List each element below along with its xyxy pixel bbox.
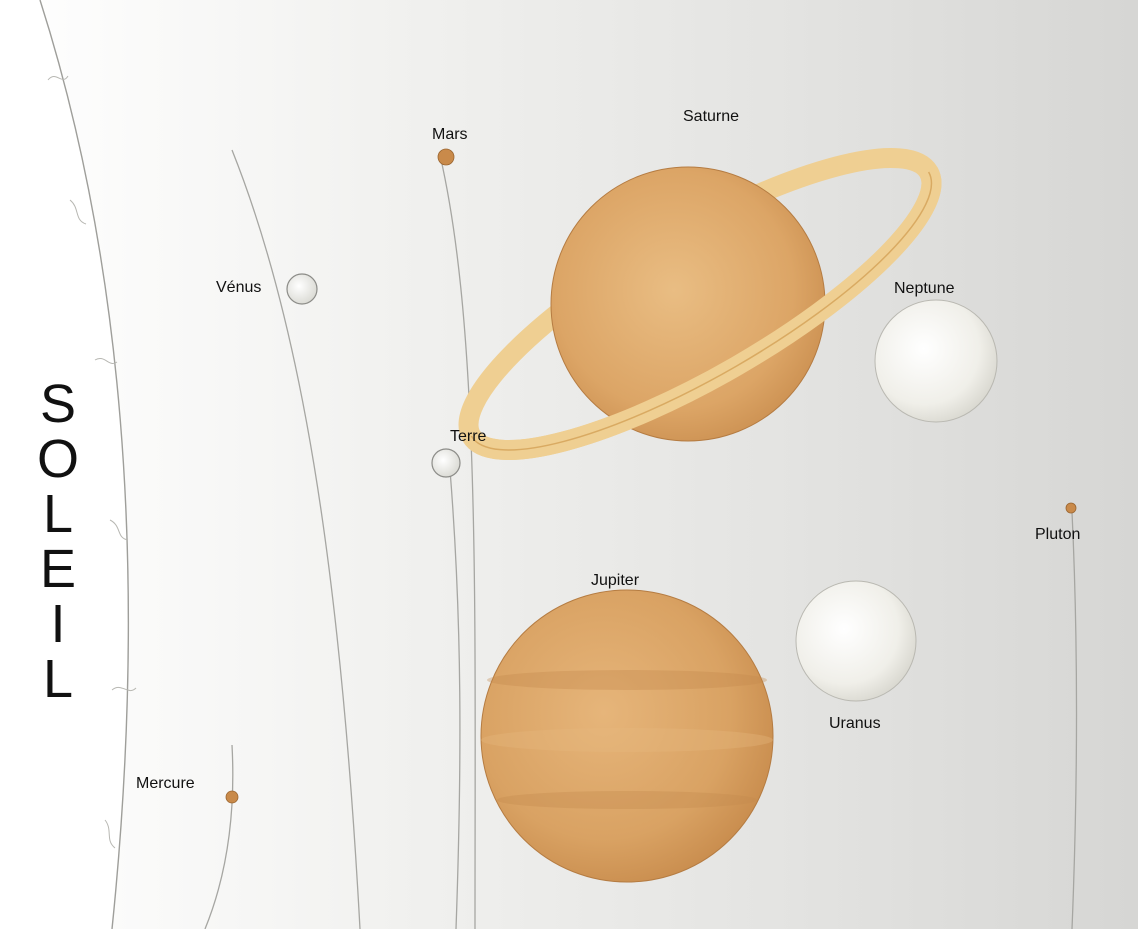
terre <box>432 449 460 477</box>
mercure <box>226 791 238 803</box>
soleil-letter-2: O <box>34 432 82 486</box>
soleil-letter-6: L <box>34 652 82 706</box>
mars <box>438 149 454 165</box>
label-pluton: Pluton <box>1035 527 1080 543</box>
pluton <box>1066 503 1076 513</box>
soleil-letter-3: L <box>34 487 82 541</box>
label-venus: Vénus <box>216 280 261 296</box>
venus <box>287 274 317 304</box>
soleil-letter-5: I <box>34 597 82 651</box>
label-terre: Terre <box>450 429 486 445</box>
label-jupiter: Jupiter <box>591 573 639 589</box>
uranus <box>796 581 916 701</box>
neptune <box>875 300 997 422</box>
label-mercure: Mercure <box>136 776 195 792</box>
label-mars: Mars <box>432 127 468 143</box>
soleil-letter-1: S <box>34 377 82 431</box>
soleil-letter-4: E <box>34 542 82 596</box>
label-saturne: Saturne <box>683 109 739 125</box>
label-uranus: Uranus <box>829 716 881 732</box>
label-neptune: Neptune <box>894 281 955 297</box>
